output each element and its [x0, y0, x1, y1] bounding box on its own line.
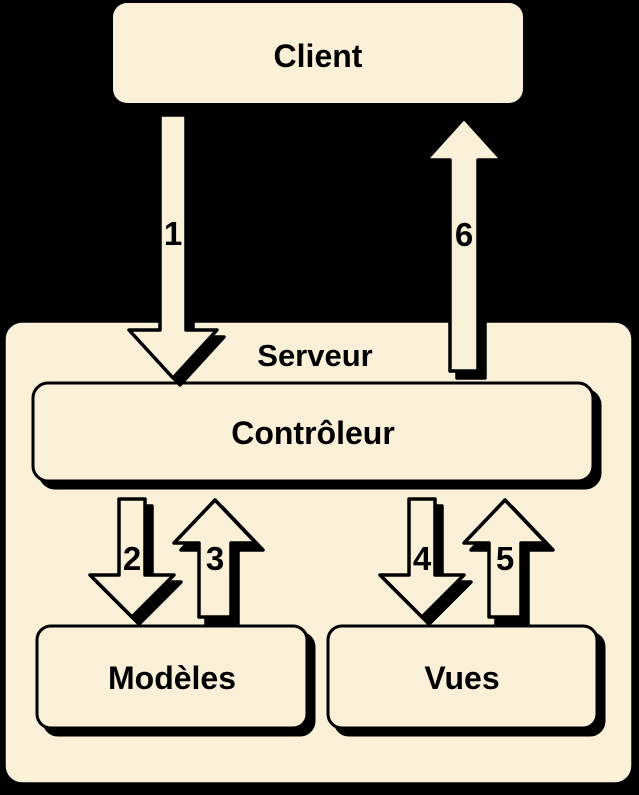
- arrow-5-shape: [462, 498, 548, 619]
- controller-group: Contrôleur: [31, 381, 595, 483]
- client-label: Client: [274, 38, 363, 74]
- arrow-3-label: 3: [206, 540, 224, 577]
- arrow-6-label: 6: [455, 216, 473, 253]
- controller-label: Contrôleur: [231, 415, 395, 451]
- server-label: Serveur: [257, 338, 372, 373]
- arrow-3-shape: [172, 498, 258, 619]
- controller-box: [31, 381, 595, 483]
- views-label: Vues: [424, 660, 499, 696]
- client-box: [113, 3, 523, 103]
- models-group: Modèles: [35, 624, 309, 730]
- client-group: Client: [113, 3, 523, 103]
- arrow-1-label: 1: [164, 215, 182, 252]
- arrow-2-shape: [88, 497, 176, 619]
- arrow-2-controller-to-models: 2: [88, 497, 176, 619]
- arrow-6-controller-to-client: 6: [424, 116, 504, 373]
- arrow-4-shape: [378, 497, 466, 619]
- views-box: [326, 624, 599, 730]
- arrow-4-controller-to-views: 4: [378, 497, 466, 619]
- arrow-1-shape: [127, 113, 219, 380]
- models-label: Modèles: [108, 660, 236, 696]
- arrow-1-client-to-controller: 1: [127, 113, 219, 380]
- arrow-4-label: 4: [413, 540, 432, 577]
- arrow-5-views-to-controller: 5: [462, 498, 548, 619]
- arrow-6-shape: [424, 116, 504, 373]
- arrow-5-label: 5: [496, 540, 514, 577]
- views-group: Vues: [326, 624, 599, 730]
- models-box: [35, 624, 309, 730]
- arrow-2-label: 2: [123, 540, 141, 577]
- arrow-3-models-to-controller: 3: [172, 498, 258, 619]
